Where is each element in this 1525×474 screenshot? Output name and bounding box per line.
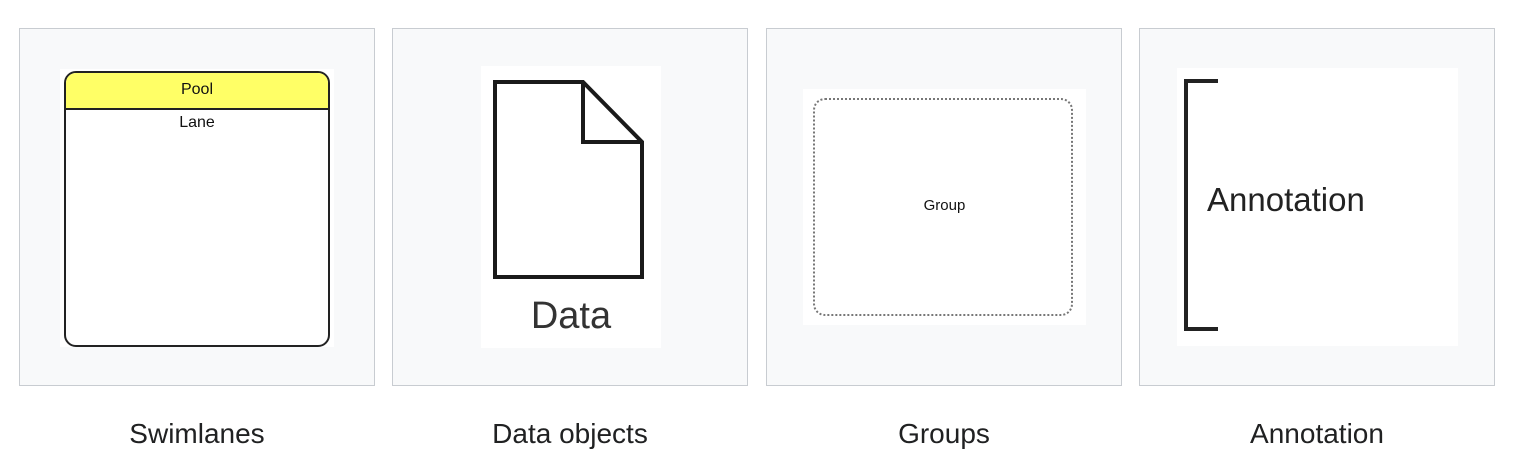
gallery-item-data-objects: Data Data objects [392,28,748,449]
group-label: Group [923,197,966,214]
gallery-item-groups: Group Groups [766,28,1122,449]
gallery-item-swimlanes: Pool Lane Swimlanes [19,28,375,449]
pool-shape: Pool Lane [64,71,330,347]
thumbnail-frame[interactable]: Pool Lane [19,28,375,386]
pool-header: Pool [66,73,328,110]
thumbnail-frame[interactable]: Group [766,28,1122,386]
group-diagram-image[interactable]: Group [803,89,1086,325]
caption-groups: Groups [898,418,990,449]
thumbnail-frame[interactable]: Data [392,28,748,386]
annotation-diagram-image[interactable]: Annotation [1177,68,1458,346]
thumbnail-frame[interactable]: Annotation [1139,28,1495,386]
data-object-image[interactable]: Data [481,66,661,348]
annotation-text: Annotation [1207,181,1365,218]
lane-label: Lane [179,114,215,131]
data-object-label: Data [530,295,612,337]
swimlane-diagram-image[interactable]: Pool Lane [60,69,334,347]
annotation-bracket [1184,79,1218,331]
caption-annotation: Annotation [1250,418,1384,449]
document-icon [493,80,644,279]
caption-data-objects: Data objects [492,418,648,449]
caption-swimlanes: Swimlanes [129,418,265,449]
gallery-item-annotation: Annotation Annotation [1139,28,1495,449]
group-dotted-box [813,98,1073,316]
